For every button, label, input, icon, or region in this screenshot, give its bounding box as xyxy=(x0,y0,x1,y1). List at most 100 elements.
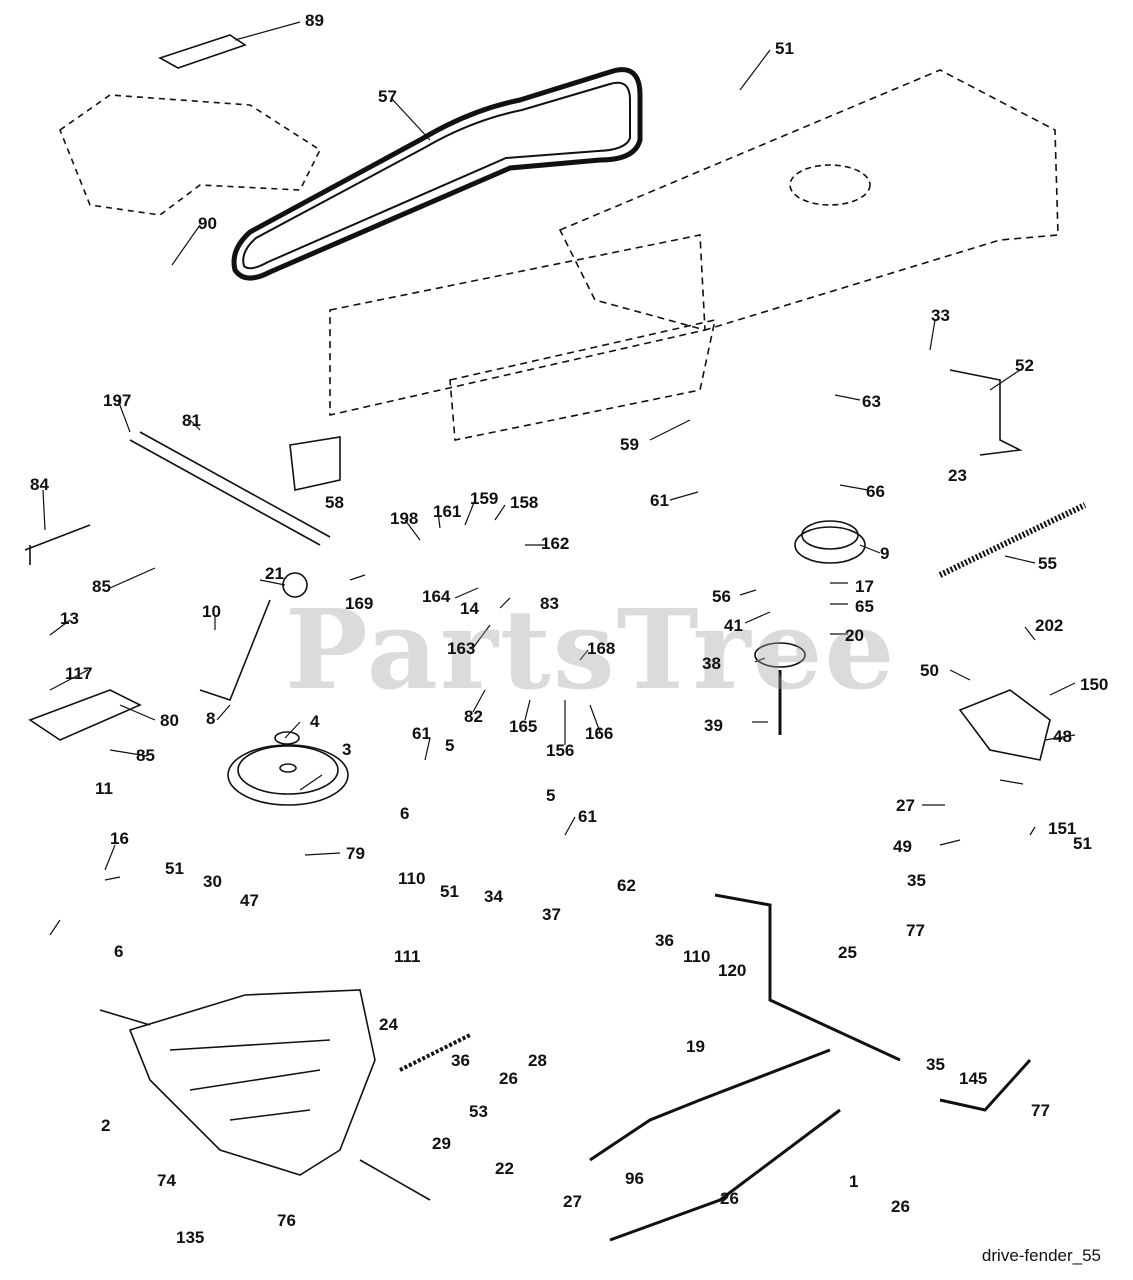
part-callout: 41 xyxy=(724,616,743,635)
fender-outline xyxy=(59,94,322,216)
part-callout: 1 xyxy=(849,1172,859,1191)
part-callout: 27 xyxy=(563,1192,582,1211)
part-callout: 202 xyxy=(1035,616,1064,635)
part-callout: 48 xyxy=(1053,727,1072,746)
part-callout: 80 xyxy=(160,711,179,730)
part-callout: 13 xyxy=(60,609,79,628)
part-callout: 135 xyxy=(176,1228,205,1247)
part-callout: 52 xyxy=(1015,356,1034,375)
part-callout: 168 xyxy=(587,639,616,658)
part-callout: 110 xyxy=(398,869,426,888)
part-callout: 63 xyxy=(862,392,881,411)
part-callout: 51 xyxy=(440,882,459,901)
rod-34 xyxy=(714,893,901,1062)
part-callout: 77 xyxy=(1031,1101,1050,1120)
part-callout: 84 xyxy=(30,475,49,494)
part-callout: 90 xyxy=(198,214,217,233)
part-callout: 79 xyxy=(346,844,365,863)
part-callout: 24 xyxy=(379,1015,398,1034)
lever-84 xyxy=(24,524,91,565)
drive-belt-57 xyxy=(231,67,643,281)
pulley-3 xyxy=(227,744,349,806)
frame-main xyxy=(558,69,1059,331)
rod-53 xyxy=(939,1058,1032,1112)
part-callout: 145 xyxy=(959,1069,988,1088)
part-callout: 4 xyxy=(310,712,320,731)
part-callout: 25 xyxy=(838,943,857,962)
part-callout: 197 xyxy=(103,391,132,410)
bracket-23 xyxy=(949,369,1023,456)
bracket-58 xyxy=(289,436,341,491)
part-callout: 117 xyxy=(65,664,93,683)
part-callout: 110 xyxy=(683,947,711,966)
shift-lever-8 xyxy=(199,599,271,701)
part-callout: 36 xyxy=(655,931,674,950)
spring-55 xyxy=(938,502,1087,578)
part-callout: 50 xyxy=(920,661,939,680)
part-callout: 57 xyxy=(378,87,397,106)
clutch-9 xyxy=(794,526,866,564)
part-callout: 19 xyxy=(686,1037,705,1056)
part-callout: 26 xyxy=(499,1069,518,1088)
part-callout: 51 xyxy=(165,859,184,878)
part-callout: 169 xyxy=(345,594,374,613)
part-callout: 61 xyxy=(650,491,669,510)
part-callout: 26 xyxy=(891,1197,910,1216)
bracket-48 xyxy=(958,689,1051,761)
part-callout: 51 xyxy=(1073,834,1092,853)
part-callout: 35 xyxy=(907,871,926,890)
part-callout: 49 xyxy=(893,837,912,856)
rod-28 xyxy=(589,1048,831,1162)
part-callout: 85 xyxy=(92,577,111,596)
part-callout: 16 xyxy=(110,829,129,848)
bracket-80 xyxy=(28,689,142,741)
part-callout: 151 xyxy=(1048,819,1077,838)
part-callout: 162 xyxy=(541,534,570,553)
part-callout: 3 xyxy=(342,740,352,759)
part-callout: 89 xyxy=(305,11,324,30)
part-callout: 85 xyxy=(136,746,155,765)
part-callout: 5 xyxy=(546,786,556,805)
part-callout: 165 xyxy=(509,717,538,736)
part-callout: 5 xyxy=(445,736,455,755)
part-callout: 59 xyxy=(620,435,639,454)
part-callout: 158 xyxy=(510,493,539,512)
part-callout: 74 xyxy=(157,1171,176,1190)
axle xyxy=(99,1009,431,1201)
spring-25 xyxy=(399,1033,471,1072)
part-callout: 55 xyxy=(1038,554,1057,573)
part-callout: 159 xyxy=(470,489,499,508)
part-callout: 58 xyxy=(325,493,344,512)
part-callout: 26 xyxy=(720,1189,739,1208)
part-callout: 23 xyxy=(948,466,967,485)
pulley-38 xyxy=(754,642,806,668)
fender-plate-89 xyxy=(158,34,247,69)
part-callout: 29 xyxy=(432,1134,451,1153)
part-callout: 10 xyxy=(202,602,221,621)
diagram-caption: drive-fender_55 xyxy=(981,1246,1101,1265)
transaxle-1 xyxy=(128,989,376,1176)
part-callout: 28 xyxy=(528,1051,547,1070)
part-callout: 6 xyxy=(400,804,410,823)
part-callout: 150 xyxy=(1080,675,1109,694)
part-callout: 53 xyxy=(469,1102,488,1121)
part-callout: 166 xyxy=(585,724,614,743)
part-callout: 14 xyxy=(460,599,479,618)
part-callout: 83 xyxy=(540,594,559,613)
part-callout: 17 xyxy=(855,577,874,596)
part-callout: 163 xyxy=(447,639,476,658)
watermark: PartsTree xyxy=(285,585,897,714)
part-callout: 8 xyxy=(206,709,216,728)
part-callout: 156 xyxy=(546,741,575,760)
shaft-81 xyxy=(129,431,331,546)
part-callout: 30 xyxy=(203,872,222,891)
part-callout: 2 xyxy=(101,1116,111,1135)
part-callout: 20 xyxy=(845,626,864,645)
part-callout: 164 xyxy=(422,587,451,606)
part-callout: 11 xyxy=(95,779,113,798)
part-callout: 37 xyxy=(542,905,561,924)
part-callout: 161 xyxy=(433,502,462,521)
part-callout: 76 xyxy=(277,1211,296,1230)
